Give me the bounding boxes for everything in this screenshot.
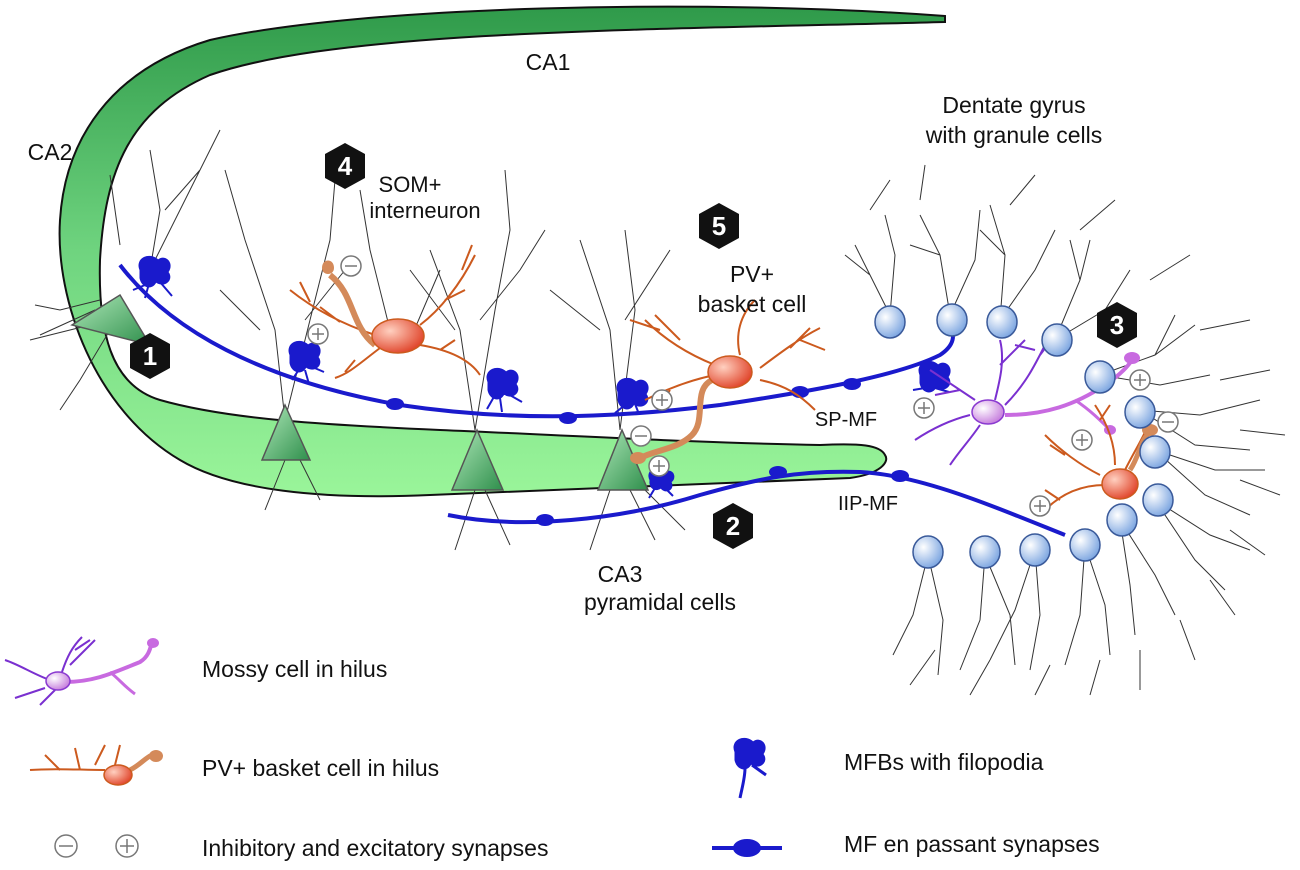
granule-cell bbox=[936, 303, 968, 337]
svg-text:2: 2 bbox=[726, 511, 740, 541]
svg-text:4: 4 bbox=[338, 151, 353, 181]
legend-synapses-label: Inhibitory and excitatory synapses bbox=[202, 835, 548, 861]
granule-cell bbox=[912, 535, 944, 569]
excitatory-synapse-marker bbox=[1129, 369, 1151, 391]
granule-cell bbox=[986, 305, 1018, 339]
badge-3: 3 bbox=[1097, 302, 1137, 348]
pyramidal-cells bbox=[70, 293, 650, 491]
legend-pv-label: PV+ basket cell in hilus bbox=[202, 755, 439, 781]
granule-cell-dendrites bbox=[844, 164, 1286, 696]
granule-cell bbox=[1041, 323, 1073, 357]
basket-cell-label: basket cell bbox=[698, 291, 807, 317]
legend-pv-basket-icon bbox=[29, 744, 163, 786]
interneuron-label: interneuron bbox=[369, 198, 480, 223]
granule-cells bbox=[874, 303, 1174, 569]
en-passant-synapses bbox=[386, 378, 909, 526]
synapse-markers bbox=[307, 255, 1179, 517]
svg-text:3: 3 bbox=[1110, 310, 1124, 340]
granule-cell bbox=[1139, 435, 1171, 469]
svg-text:1: 1 bbox=[143, 341, 157, 371]
legend-en-passant-label: MF en passant synapses bbox=[844, 831, 1100, 857]
pyramidal-cell bbox=[70, 293, 152, 347]
legend-mfb-icon bbox=[733, 737, 767, 799]
mossy-cell-hilus bbox=[914, 334, 1140, 466]
badges: 1 2 3 4 5 bbox=[130, 143, 1137, 549]
ca-region-band bbox=[58, 5, 946, 498]
inhibitory-synapse-marker bbox=[630, 425, 652, 447]
excitatory-synapse-marker bbox=[651, 389, 673, 411]
pv-label: PV+ bbox=[730, 261, 774, 287]
ca3-label: CA3 bbox=[598, 561, 643, 587]
pyramidal-cell bbox=[450, 428, 505, 491]
granule-cell bbox=[1084, 360, 1116, 394]
excitatory-synapse-marker bbox=[1071, 429, 1093, 451]
excitatory-synapse-marker bbox=[1029, 495, 1051, 517]
mfb-boutons bbox=[132, 255, 951, 499]
granule-cell bbox=[1019, 533, 1051, 567]
badge-5: 5 bbox=[699, 203, 739, 249]
granule-cell bbox=[874, 305, 906, 339]
excitatory-synapse-marker bbox=[913, 397, 935, 419]
granule-cell bbox=[969, 535, 1001, 569]
sp-mf-fiber bbox=[118, 263, 955, 419]
legend-excitatory-icon bbox=[115, 834, 139, 858]
badge-1: 1 bbox=[130, 333, 170, 379]
som-interneuron bbox=[289, 244, 481, 379]
legend-mossy-cell-icon bbox=[4, 636, 159, 706]
excitatory-synapse-marker bbox=[307, 323, 329, 345]
inhibitory-synapse-marker bbox=[340, 255, 362, 277]
ca1-label: CA1 bbox=[526, 49, 571, 75]
legend: Mossy cell in hilus PV+ basket cell in h… bbox=[4, 636, 1100, 861]
granule-cell bbox=[1124, 395, 1156, 429]
pyramidal-cells-label: pyramidal cells bbox=[584, 589, 736, 615]
granule-cells-label: with granule cells bbox=[925, 122, 1102, 148]
granule-cell bbox=[1069, 528, 1101, 562]
legend-mfb-label: MFBs with filopodia bbox=[844, 749, 1044, 775]
svg-text:5: 5 bbox=[712, 211, 726, 241]
iip-mf-label: IIP-MF bbox=[838, 493, 898, 515]
legend-en-passant-icon bbox=[712, 839, 782, 857]
iip-mf-fiber bbox=[447, 469, 1066, 537]
inhibitory-synapse-marker bbox=[1157, 411, 1179, 433]
excitatory-synapse-marker bbox=[648, 455, 670, 477]
ca2-label: CA2 bbox=[28, 139, 73, 165]
dentate-gyrus-label: Dentate gyrus bbox=[942, 92, 1085, 118]
legend-mossy-label: Mossy cell in hilus bbox=[202, 656, 387, 682]
legend-inhibitory-icon bbox=[54, 834, 78, 858]
mossy-fibers bbox=[118, 263, 1066, 537]
pyramidal-dendrites bbox=[29, 129, 686, 551]
granule-cell bbox=[1106, 503, 1138, 537]
granule-cell bbox=[1142, 483, 1174, 517]
badge-4: 4 bbox=[325, 143, 365, 189]
som-label: SOM+ bbox=[379, 172, 442, 197]
pyramidal-cell bbox=[260, 403, 312, 461]
sp-mf-label: SP-MF bbox=[815, 409, 877, 431]
badge-2: 2 bbox=[713, 503, 753, 549]
